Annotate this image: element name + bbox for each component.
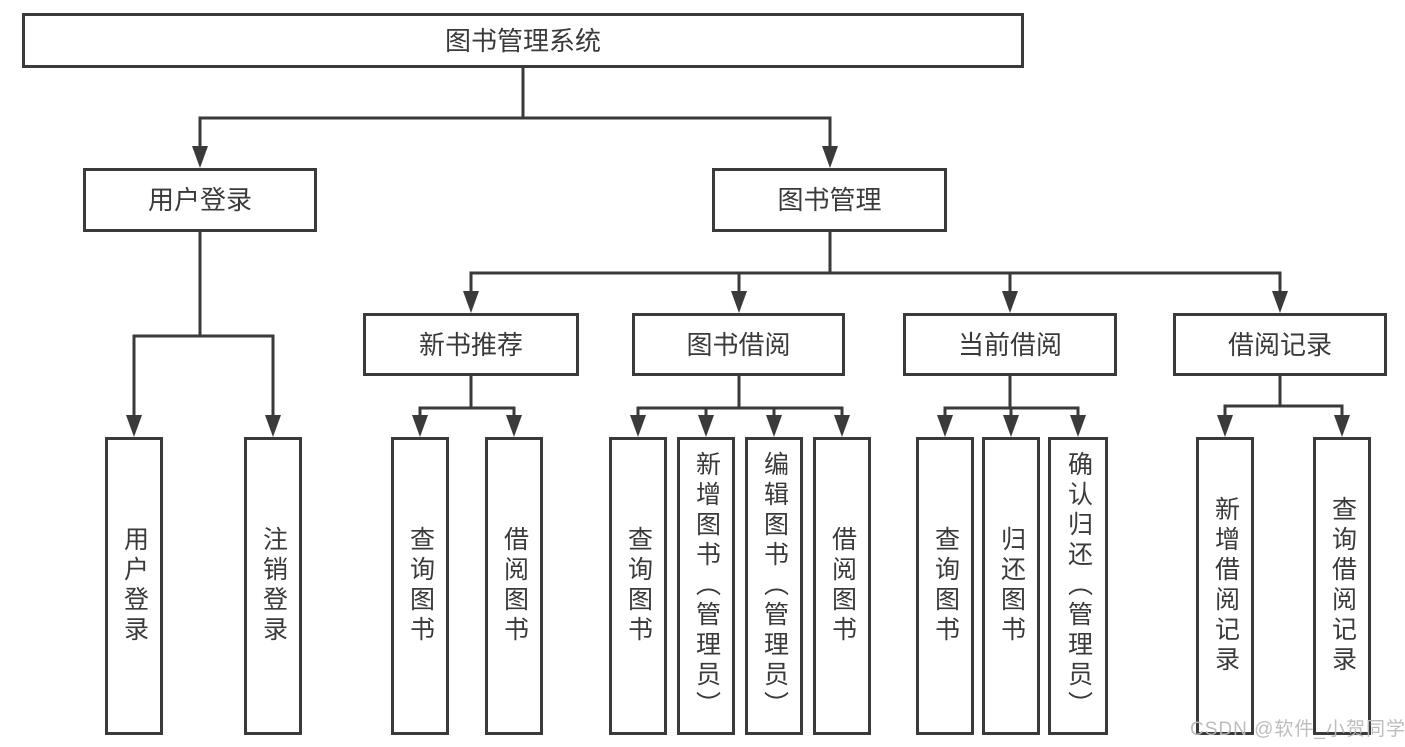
arrowhead xyxy=(937,415,953,437)
leaf-label: 归还图书 xyxy=(997,526,1026,646)
arrowhead xyxy=(412,415,428,437)
leaf-label: 新增借阅记录 xyxy=(1211,496,1240,676)
node-library-system: 图书管理系统 xyxy=(22,13,1024,68)
leaf-label: 查询借阅记录 xyxy=(1328,496,1357,676)
leaf-query-book-under-current: 查询图书 xyxy=(916,437,974,735)
leaf-edit-book-admin: 编辑图书（管理员） xyxy=(745,437,803,735)
arrowhead xyxy=(1217,415,1233,437)
node-label: 图书管理 xyxy=(777,185,882,215)
node-borrow-records: 借阅记录 xyxy=(1173,313,1387,376)
arrowhead xyxy=(1070,415,1086,437)
leaf-label: 查询图书 xyxy=(931,526,960,646)
leaf-label: 注销登录 xyxy=(259,526,288,646)
leaf-add-book-admin: 新增图书（管理员） xyxy=(677,437,735,735)
connector-borrow-to-leaves xyxy=(636,374,844,421)
connector-records-to-leaves xyxy=(1223,374,1344,421)
arrowhead xyxy=(192,146,208,168)
node-book-management: 图书管理 xyxy=(712,168,947,232)
leaf-logout: 注销登录 xyxy=(244,437,302,735)
arrowhead xyxy=(126,415,142,437)
arrowhead xyxy=(698,415,714,437)
leaf-label: 编辑图书（管理员） xyxy=(760,451,789,721)
arrowhead xyxy=(463,291,479,313)
node-label: 当前借阅 xyxy=(957,329,1062,360)
arrowhead xyxy=(731,291,747,313)
node-label: 用户登录 xyxy=(147,185,252,215)
connector-mgmt-to-level3 xyxy=(469,230,1282,297)
leaf-label: 借阅图书 xyxy=(828,526,857,646)
arrowhead xyxy=(766,415,782,437)
connector-current-to-leaves xyxy=(943,374,1080,421)
node-label: 图书借阅 xyxy=(686,329,791,360)
node-current-borrow: 当前借阅 xyxy=(903,313,1117,376)
arrowhead xyxy=(822,146,838,168)
node-label: 图书管理系统 xyxy=(444,25,601,56)
leaf-label: 用户登录 xyxy=(120,526,149,646)
connector-root-to-level2 xyxy=(198,66,832,152)
leaf-label: 查询图书 xyxy=(624,526,653,646)
leaf-query-borrow-record: 查询借阅记录 xyxy=(1313,437,1371,735)
leaf-return-book: 归还图书 xyxy=(982,437,1040,735)
arrowhead xyxy=(1002,291,1018,313)
csdn-watermark: CSDN @软件_小贺同学 xyxy=(1190,719,1405,740)
node-label: 借阅记录 xyxy=(1227,329,1332,360)
leaf-query-book-under-borrow: 查询图书 xyxy=(609,437,667,735)
leaf-confirm-return-admin: 确认归还（管理员） xyxy=(1048,437,1108,735)
leaf-label: 确认归还（管理员） xyxy=(1064,451,1093,721)
arrowhead xyxy=(834,415,850,437)
leaf-label: 新增图书（管理员） xyxy=(692,451,721,721)
arrowhead xyxy=(1334,415,1350,437)
arrowhead xyxy=(1272,291,1288,313)
arrowhead xyxy=(1003,415,1019,437)
arrowhead xyxy=(630,415,646,437)
leaf-add-borrow-record: 新增借阅记录 xyxy=(1196,437,1254,735)
leaf-user-login: 用户登录 xyxy=(105,437,163,735)
arrowhead xyxy=(506,415,522,437)
leaf-borrow-book-under-borrow: 借阅图书 xyxy=(813,437,871,735)
connector-login-to-leaves xyxy=(132,230,275,421)
arrowhead xyxy=(265,415,281,437)
node-new-book-recommend: 新书推荐 xyxy=(363,313,579,376)
leaf-borrow-book-under-recommend: 借阅图书 xyxy=(485,437,543,735)
node-book-borrow: 图书借阅 xyxy=(632,313,845,376)
leaf-query-book-under-recommend: 查询图书 xyxy=(391,437,449,735)
leaf-label: 借阅图书 xyxy=(500,526,529,646)
node-user-login: 用户登录 xyxy=(83,168,317,232)
connector-newrec-to-leaves xyxy=(418,374,516,421)
node-label: 新书推荐 xyxy=(418,329,523,360)
leaf-label: 查询图书 xyxy=(406,526,435,646)
